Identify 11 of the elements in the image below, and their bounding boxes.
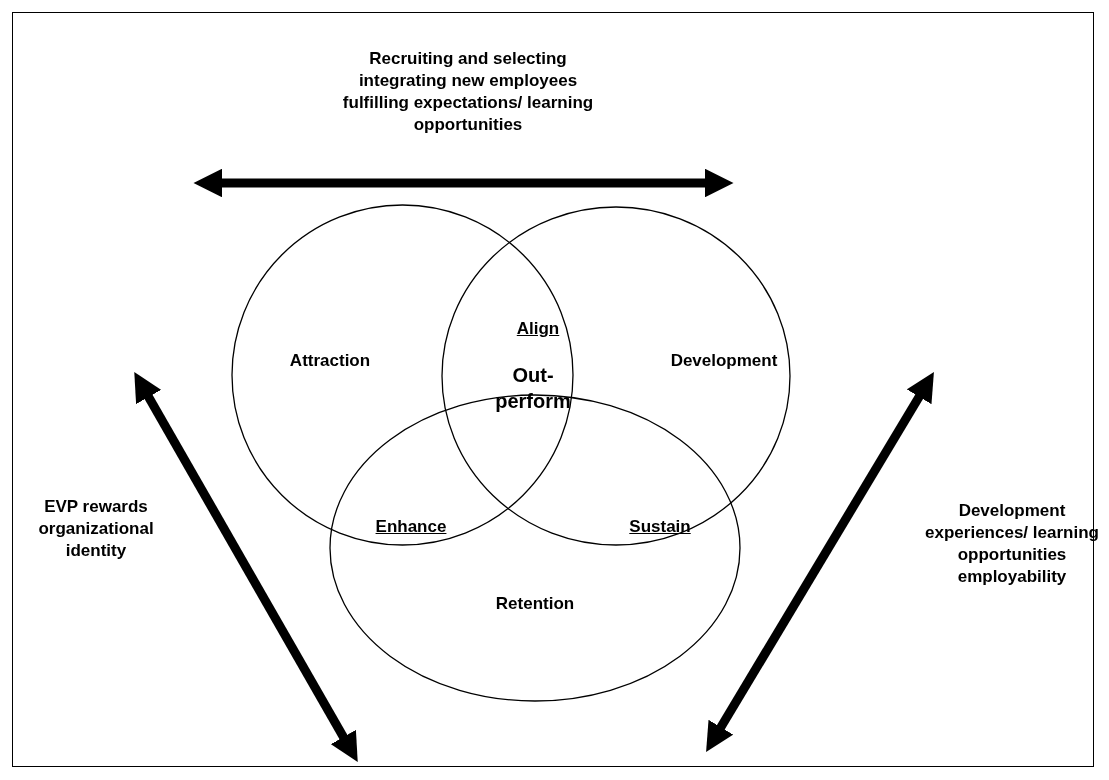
circle-label: Attraction xyxy=(288,350,372,372)
circle-label: Retention xyxy=(494,593,576,615)
overlap-label: Sustain xyxy=(628,516,692,538)
center-label: Out-perform xyxy=(494,363,572,414)
venn-circle xyxy=(232,205,573,545)
arrow-caption: Recruiting and selecting integrating new employees fulfilling expectations/ learning opportunities xyxy=(341,48,595,137)
overlap-label: Align xyxy=(515,318,561,340)
circle-label: Development xyxy=(669,350,779,372)
arrow-caption: EVP rewards organizational identity xyxy=(37,496,155,563)
venn-circle xyxy=(330,395,740,701)
overlap-label: Enhance xyxy=(374,516,448,538)
